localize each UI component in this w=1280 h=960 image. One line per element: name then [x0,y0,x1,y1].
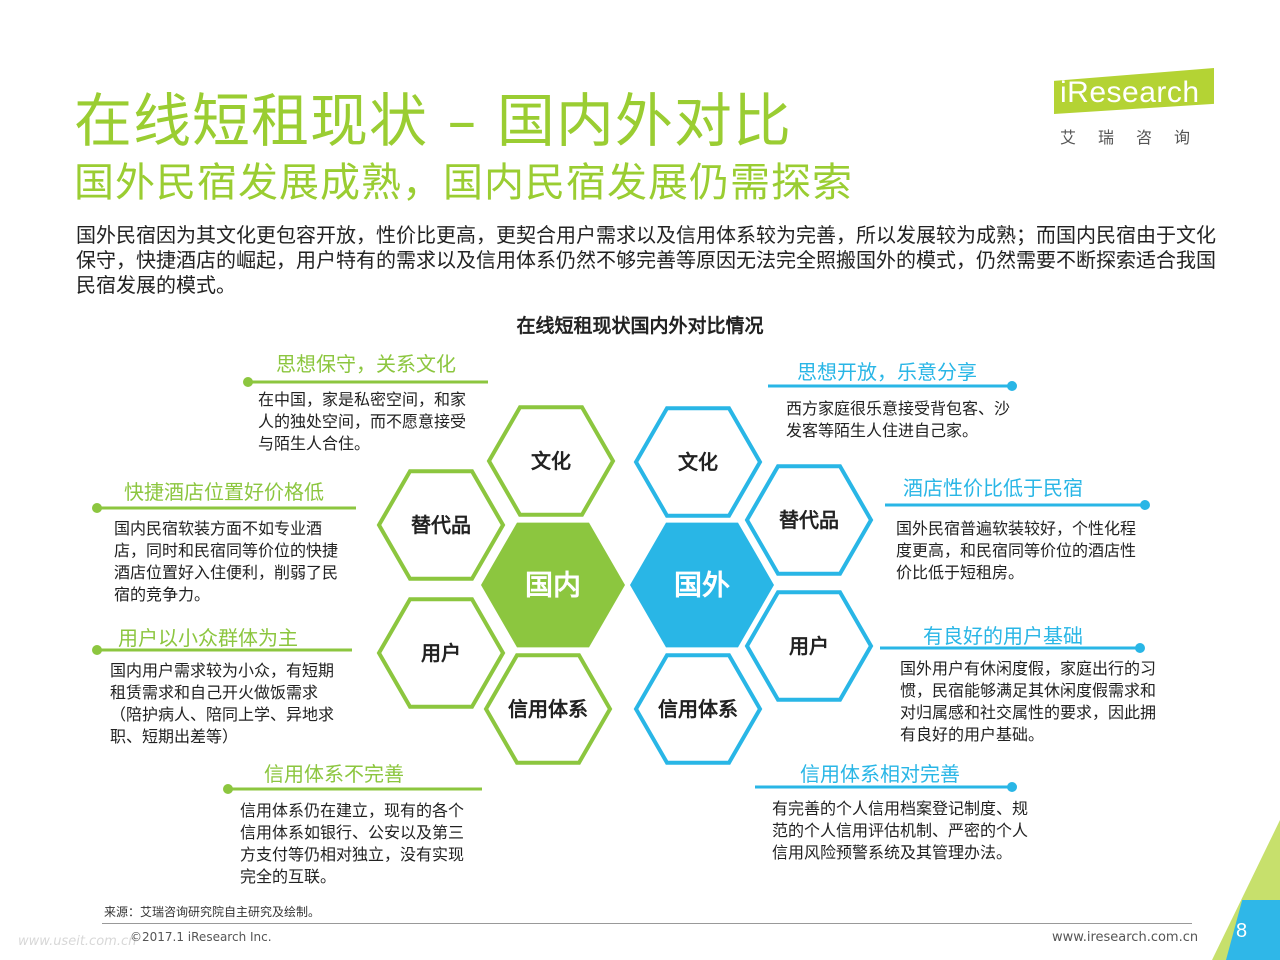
copyright: ©2017.1 iResearch Inc. [130,930,272,944]
foreign-hex-user-label: 用户 [789,634,829,658]
source-note: 来源：艾瑞咨询研究院自主研究及绘制。 [104,905,321,919]
foreign-hex-substitute: 替代品 [744,464,874,576]
iresearch-logo: iResearch 艾瑞咨询 [1054,66,1224,156]
logo-text: iResearch [1060,76,1200,109]
foreign-block-body-credit: 有完善的个人信用档案登记制度、规范的个人信用评估机制、严密的个人信用风险预警系统… [772,799,1029,862]
page-number: 8 [1236,920,1248,942]
domestic-line-user-dot [92,645,102,655]
foreign-hex-center: 国外 [630,522,774,648]
foreign-hex-user: 用户 [744,590,874,702]
foreign-block-title-credit: 信用体系相对完善 [800,762,960,786]
foreign-hex-substitute-shape [744,464,874,576]
domestic-hex-user: 用户 [376,597,506,709]
chart-title: 在线短租现状国内外对比情况 [516,315,764,337]
domestic-hex-substitute-label: 替代品 [411,513,471,537]
foreign-hex-credit: 信用体系 [633,653,763,765]
domestic-hex-substitute: 替代品 [376,469,506,581]
foreign-hex-culture-shape [633,406,763,518]
domestic-hex-credit-shape [483,653,613,765]
foreign-hex-center-label: 国外 [674,569,730,602]
domestic-hex-center-shape [481,522,625,648]
foreign-block-body-user: 国外用户有休闲度假，家庭出行的习惯，民宿能够满足其休闲度假需求和对归属感和社交属… [900,659,1157,744]
foreign-hex-culture-label: 文化 [678,450,718,474]
domestic-line-substitute-dot [92,503,102,513]
website: www.iresearch.com.cn [1052,930,1199,945]
foreign-hex-credit-shape [633,653,763,765]
domestic-block-body-credit: 信用体系仍在建立，现有的各个信用体系如银行、公安以及第三方支付等仍相对独立，没有… [240,801,465,886]
domestic-hex-center-label: 国内 [525,569,581,602]
page-subtitle: 国外民宿发展成熟，国内民宿发展仍需探索 [74,160,853,206]
domestic-block-body-substitute: 国内民宿软装方面不如专业酒店，同时和民宿同等价位的快捷酒店位置好入住便利，削弱了… [114,519,339,604]
domestic-line-credit-dot [223,784,233,794]
domestic-block-body-user: 国内用户需求较为小众，有短期租赁需求和自己开火做饭需求（陪护病人、陪同上学、异地… [110,661,335,746]
domestic-block-title-credit: 信用体系不完善 [264,762,404,786]
domestic-hex-credit: 信用体系 [483,653,613,765]
logo-subtext: 艾瑞咨询 [1060,128,1213,147]
foreign-hex-user-shape [744,590,874,702]
domestic-hex-center: 国内 [481,522,625,648]
domestic-hex-user-label: 用户 [421,641,461,665]
domestic-block-title-culture: 思想保守，关系文化 [276,352,456,376]
domestic-hex-culture-label: 文化 [531,449,571,473]
foreign-block-body-substitute: 国外民宿普遍软装较好，个性化程度更高，和民宿同等价位的酒店性价比低于短租房。 [896,519,1137,582]
intro-paragraph: 国外民宿因为其文化更包容开放，性价比更高，更契合用户需求以及信用体系较为完善，所… [76,223,1216,297]
foreign-hex-substitute-label: 替代品 [779,508,839,532]
domestic-hex-culture-shape [486,405,616,517]
domestic-block-title-user: 用户以小众群体为主 [118,626,298,650]
domestic-hex-user-shape [376,597,506,709]
foreign-block-title-substitute: 酒店性价比低于民宿 [903,476,1083,500]
foreign-hex-center-shape [630,522,774,648]
domestic-block-body-culture: 在中国，家是私密空间，和家人的独处空间，而不愿意接受与陌生人合住。 [258,390,467,453]
footer-divider [102,923,1192,924]
watermark: www.useit.com.cn [18,934,137,949]
foreign-hex-culture: 文化 [633,406,763,518]
foreign-line-culture-dot [1007,381,1017,391]
foreign-block-title-culture: 思想开放，乐意分享 [797,360,977,384]
foreign-hex-credit-label: 信用体系 [658,697,738,721]
domestic-hex-substitute-shape [376,469,506,581]
foreign-block-title-user: 有良好的用户基础 [923,624,1083,648]
domestic-block-title-substitute: 快捷酒店位置好价格低 [124,480,324,504]
foreign-line-user-dot [1135,643,1145,653]
foreign-line-credit-dot [1007,782,1017,792]
foreign-line-substitute-dot [1140,500,1150,510]
domestic-hex-culture: 文化 [486,405,616,517]
domestic-hex-credit-label: 信用体系 [508,697,588,721]
page-title: 在线短租现状 – 国内外对比 [74,87,792,155]
domestic-line-culture-dot [243,377,253,387]
foreign-block-body-culture: 西方家庭很乐意接受背包客、沙发客等陌生人住进自己家。 [786,399,1011,440]
